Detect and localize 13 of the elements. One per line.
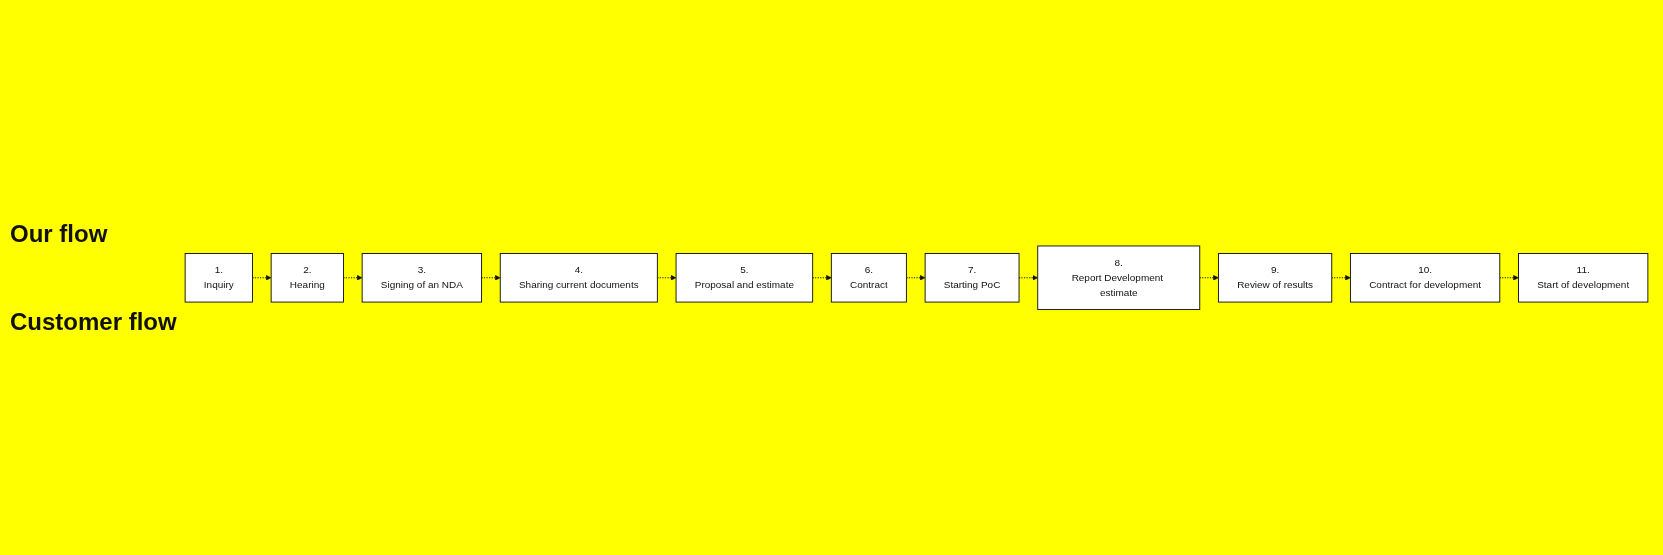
node-box: 3. Signing of an NDA [361,252,483,303]
node-box: 10. Contract for development [1349,252,1501,303]
node-box: 8. Report Development estimate [1037,245,1201,310]
node-box: 6. Contract [830,252,907,303]
node-box: 2. Hearing [270,252,344,303]
lane-label: Customer flow [10,307,178,336]
node-box: 9. Review of results [1217,252,1333,303]
node-box: 4. Sharing current documents [499,252,658,303]
node-box: 1. Inquiry [184,252,253,303]
node-box: 11. Start of development [1518,252,1649,303]
lane-label: Our flow [10,219,109,248]
node-box: 7. Starting PoC [924,252,1020,303]
node-box: 5. Proposal and estimate [675,252,814,303]
